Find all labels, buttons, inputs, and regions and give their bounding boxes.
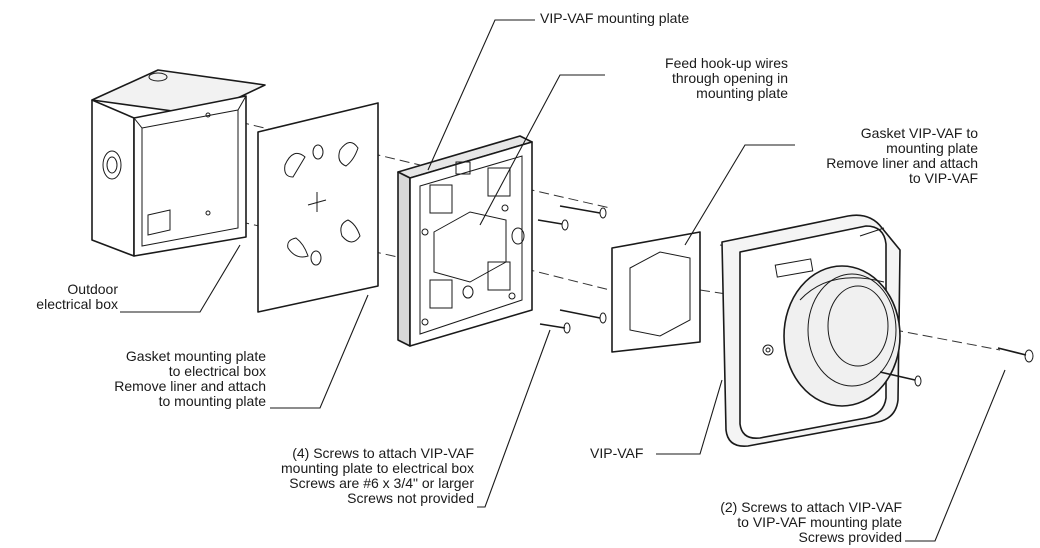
screw-icons-four: [537, 205, 607, 334]
leader-lines: [120, 19, 1006, 542]
label-outdoor-box: Outdoor electrical box: [36, 281, 118, 312]
label-feed-wires: Feed hook-up wires through opening in mo…: [665, 55, 788, 101]
electrical-box-icon: [91, 69, 266, 257]
vip-vaf-device-icon: VIKING: [721, 214, 922, 447]
label-vip-vaf: VIP-VAF: [590, 445, 644, 461]
label-screws-two: (2) Screws to attach VIP-VAF to VIP-VAF …: [720, 499, 902, 545]
mounting-plate-icon: [397, 135, 533, 347]
label-mounting-plate: VIP-VAF mounting plate: [540, 10, 690, 26]
label-screws-four: (4) Screws to attach VIP-VAF mounting pl…: [281, 445, 474, 506]
label-gasket-plate: Gasket mounting plate to electrical box …: [114, 348, 266, 409]
gasket-sheet-icon: [257, 102, 379, 313]
screw-icon-two: [997, 347, 1034, 363]
vaf-gasket-icon: [611, 231, 701, 353]
label-gasket-vaf: Gasket VIP-VAF to mounting plate Remove …: [826, 125, 978, 186]
